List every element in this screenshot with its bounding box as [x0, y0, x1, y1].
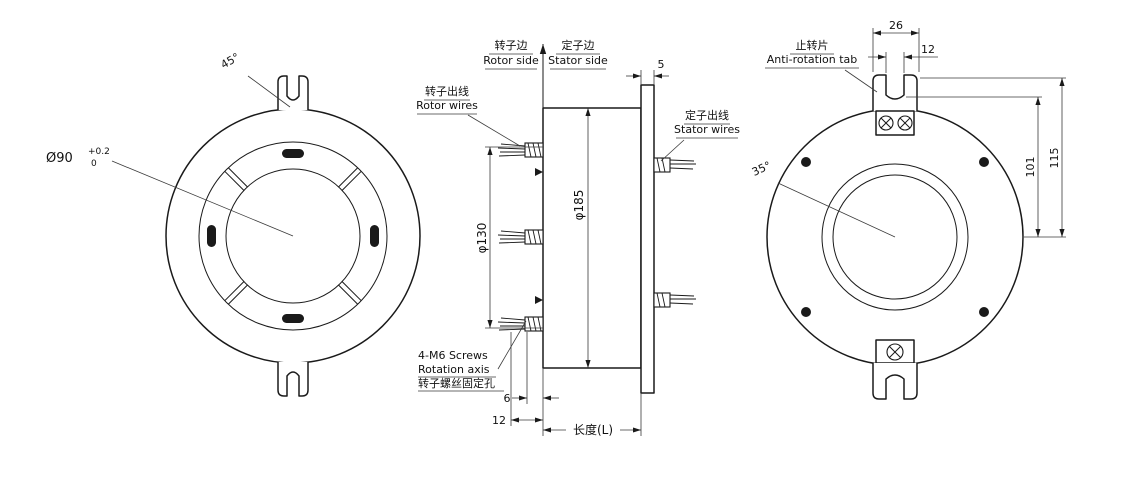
angle-leader — [777, 182, 896, 238]
rotor-wire-bundle-top — [497, 142, 544, 158]
rotor-wires-cn: 转子出线 — [425, 84, 469, 98]
angle-label: 35° — [750, 159, 773, 179]
rotor-wire-bundle-bottom — [497, 316, 544, 332]
dim-phi185-label: φ185 — [572, 190, 586, 221]
hole-dot — [801, 307, 811, 317]
hole-dot — [801, 157, 811, 167]
stator-wires-cn: 定子出线 — [685, 108, 729, 122]
stator-wire-bundle-bottom — [653, 292, 696, 308]
fork-tab-top — [277, 75, 309, 110]
bore-circle — [225, 168, 361, 304]
left-view: 45° Ø90 +0.2 0 — [46, 50, 421, 397]
inner-bore-circle — [832, 174, 958, 300]
screw-note-leader — [497, 320, 527, 370]
stator-side-en: Stator side — [548, 54, 608, 67]
stator-wires-leader — [660, 139, 685, 162]
right-view: 止转片 Anti-rotation tab 26 12 101 115 35° — [750, 19, 1066, 400]
stator-wire-bundle-top — [653, 157, 696, 173]
bore-tol-upper: +0.2 — [88, 147, 110, 157]
rotor-body — [542, 107, 642, 369]
rotor-side-cn: 转子边 — [495, 38, 528, 52]
dim-12-label: 12 — [492, 414, 506, 427]
dim-115-label: 115 — [1048, 148, 1061, 169]
spokes — [224, 167, 362, 305]
angle-leader — [247, 75, 291, 108]
slot-top — [282, 149, 304, 158]
rotor-wire-bundle-mid — [497, 229, 544, 245]
slot-bottom — [282, 314, 304, 323]
dim-12-label: 12 — [921, 43, 935, 56]
hole-dot — [979, 307, 989, 317]
slot-left — [207, 225, 216, 247]
bore-leader — [111, 160, 294, 237]
anti-rotation-tab-bottom — [872, 363, 918, 400]
screw-tick-top — [535, 168, 543, 176]
screw-note-line2: Rotation axis — [418, 363, 490, 376]
middle-view: 转子边 Rotor side 定子边 Stator side — [416, 38, 740, 437]
length-label: 长度(L) — [573, 422, 613, 437]
stator-flange — [640, 84, 655, 394]
bore-dim-label: Ø90 — [46, 151, 73, 166]
bolt-circle — [198, 141, 388, 331]
dim-phi130-label: φ130 — [475, 223, 489, 254]
tab-label-cn: 止转片 — [796, 38, 829, 52]
rotor-wires-en: Rotor wires — [416, 99, 478, 112]
dim-101-label: 101 — [1024, 157, 1037, 178]
anti-rotation-tab-top — [872, 74, 918, 111]
dim-26-label: 26 — [889, 19, 903, 32]
angle-label: 45° — [219, 50, 242, 71]
slot-right — [370, 225, 379, 247]
rotor-side-en: Rotor side — [483, 54, 539, 67]
dim-6-label: 6 — [504, 392, 511, 405]
flange-thickness-label: 5 — [658, 58, 665, 71]
bore-tol-lower: 0 — [91, 159, 97, 169]
stator-side-cn: 定子边 — [562, 38, 595, 52]
hole-dot — [979, 157, 989, 167]
tab-label-en: Anti-rotation tab — [767, 53, 858, 66]
screw-note-line1: 4-M6 Screws — [418, 349, 488, 362]
screw-note-line3: 转子螺丝固定孔 — [418, 376, 495, 390]
stator-wires-en: Stator wires — [674, 123, 740, 136]
rotor-wires-leader — [467, 114, 521, 147]
fork-tab-bottom — [277, 362, 309, 397]
screw-tick-bottom — [535, 296, 543, 304]
inner-ring-circle — [821, 163, 969, 311]
tab-leader — [844, 69, 878, 93]
